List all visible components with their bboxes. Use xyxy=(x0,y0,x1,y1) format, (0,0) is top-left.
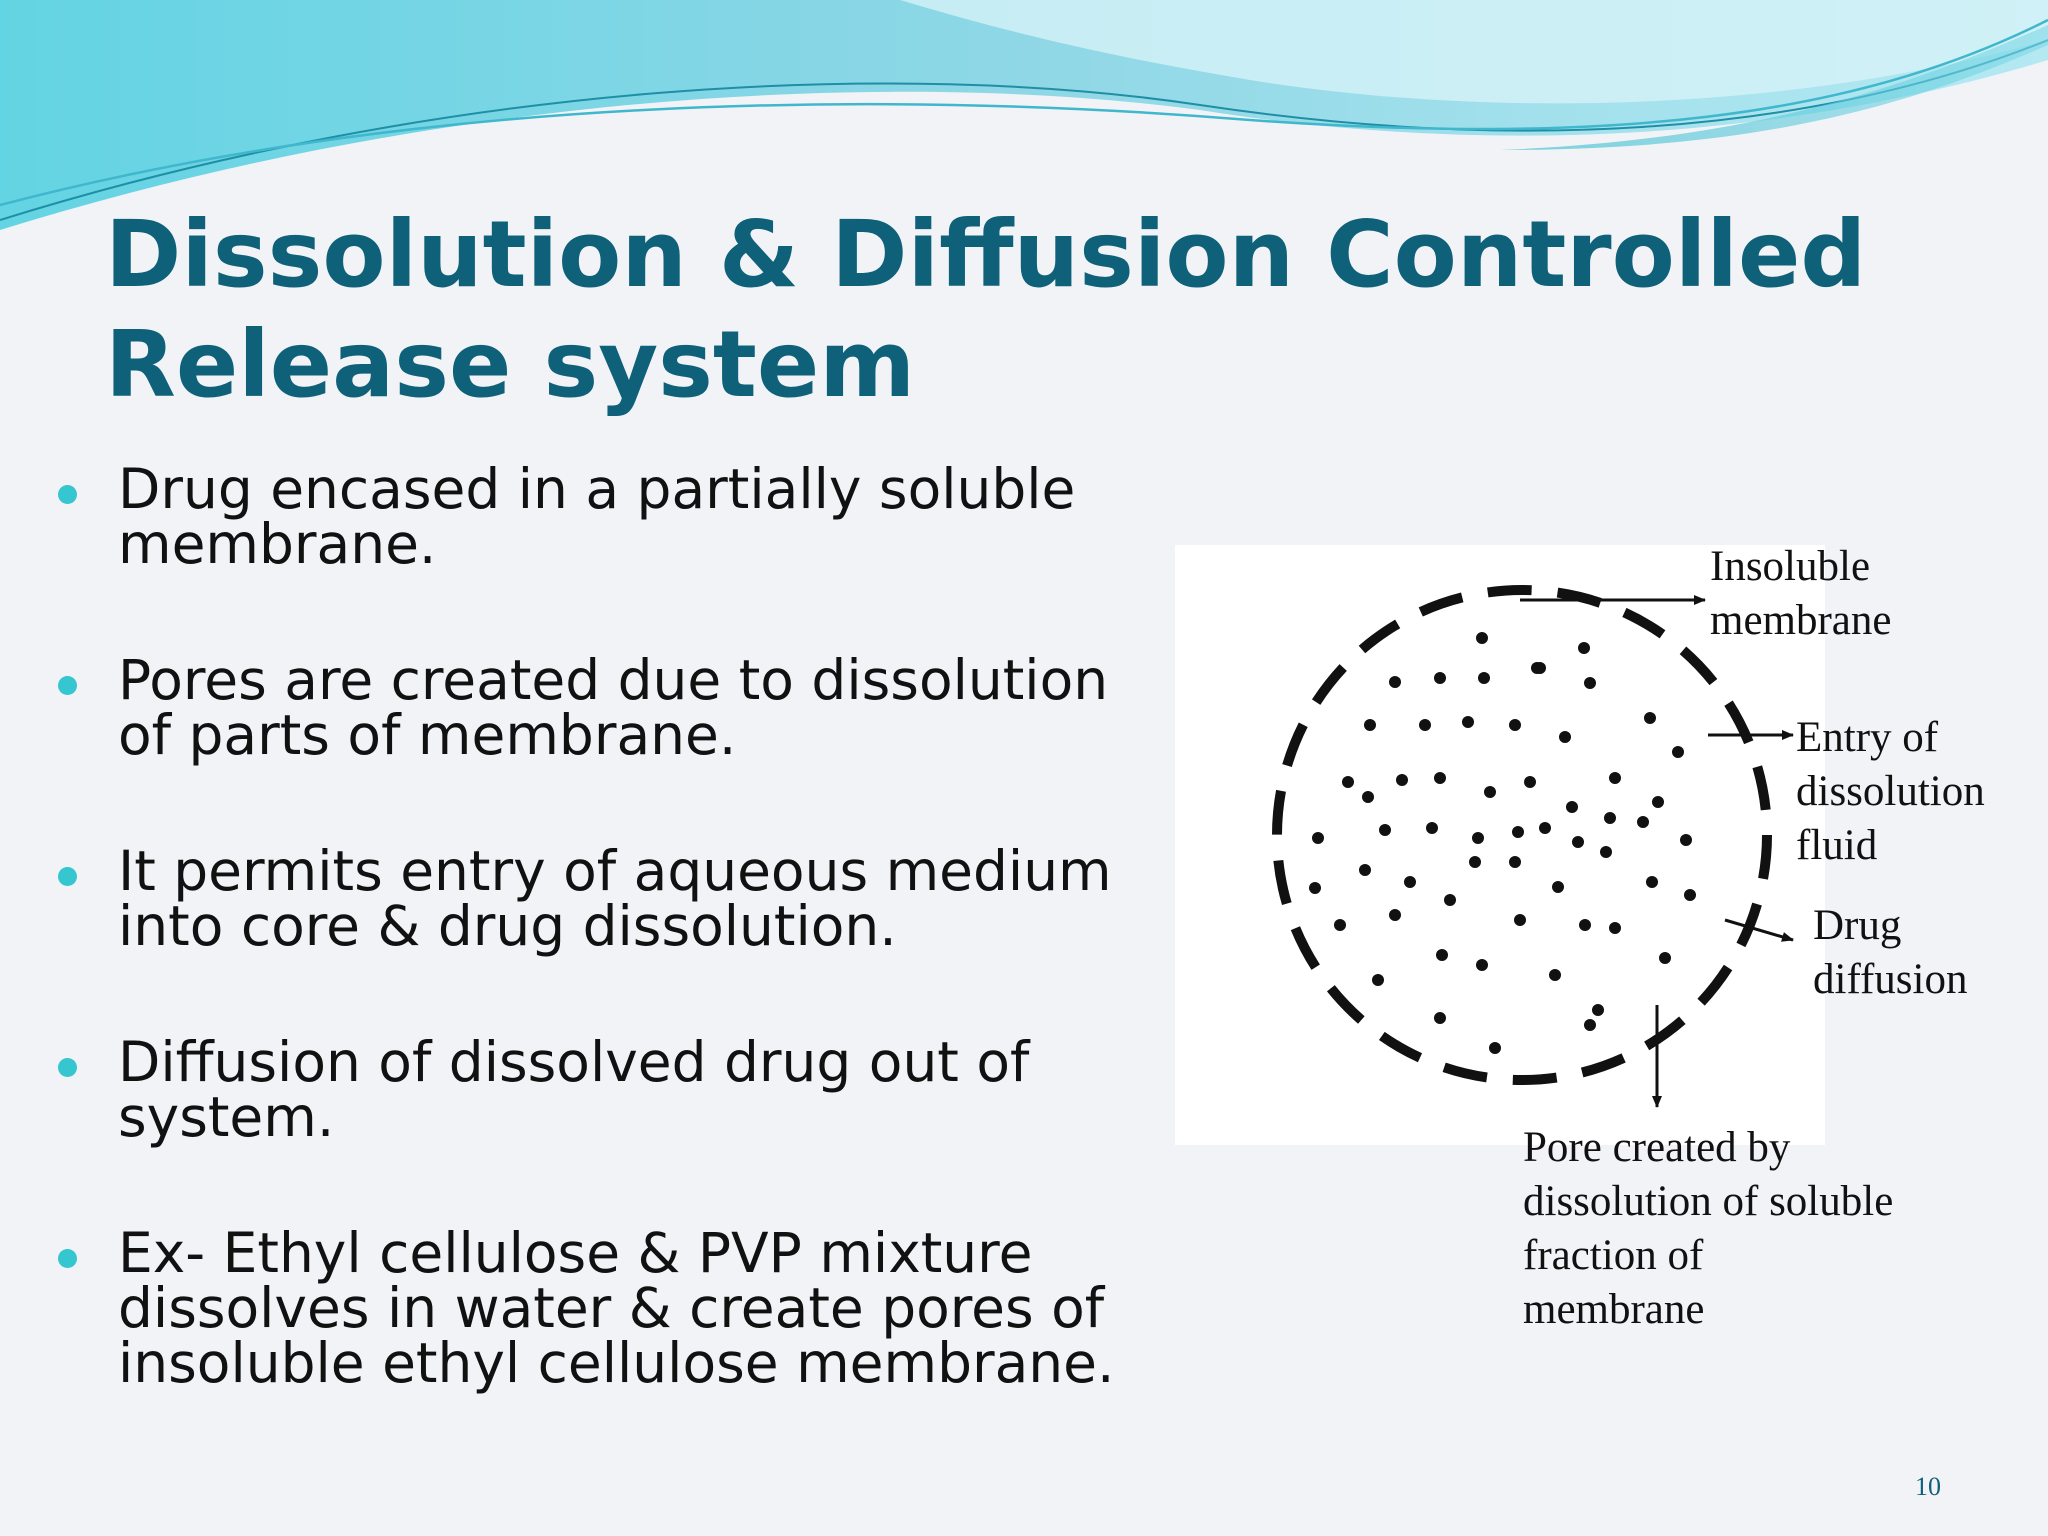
bullet-list: Drug encased in a partially soluble memb… xyxy=(58,462,1198,1391)
bullet-dot-icon xyxy=(58,1058,77,1077)
page-number: 10 xyxy=(1915,1472,1941,1501)
slide-title: Dissolution & Diffusion Controlled Relea… xyxy=(105,200,1985,420)
title-line-2: Release system xyxy=(105,311,916,418)
label-entry-of-fluid: Entry of dissolution fluid xyxy=(1796,714,1985,869)
label-drug-diffusion: Drug diffusion xyxy=(1813,902,1968,1003)
bullet-item: Pores are created due to dissolution of … xyxy=(58,653,1198,763)
bullet-dot-icon xyxy=(58,676,77,695)
bullet-item: Ex- Ethyl cellulose & PVP mixture dissol… xyxy=(58,1226,1198,1391)
bullet-item: Drug encased in a partially soluble memb… xyxy=(58,462,1198,572)
bullet-dot-icon xyxy=(58,485,77,504)
label-insoluble-membrane: Insoluble membrane xyxy=(1710,543,1892,644)
bullet-dot-icon xyxy=(58,1249,77,1268)
title-line-1: Dissolution & Diffusion Controlled xyxy=(105,201,1867,308)
bullet-item: It permits entry of aqueous medium into … xyxy=(58,844,1198,954)
label-pore-created: Pore created by dissolution of soluble f… xyxy=(1523,1124,1894,1333)
bullet-dot-icon xyxy=(58,867,77,886)
header-wave-decoration xyxy=(0,0,2048,230)
bullet-item: Diffusion of dissolved drug out of syste… xyxy=(58,1035,1198,1145)
